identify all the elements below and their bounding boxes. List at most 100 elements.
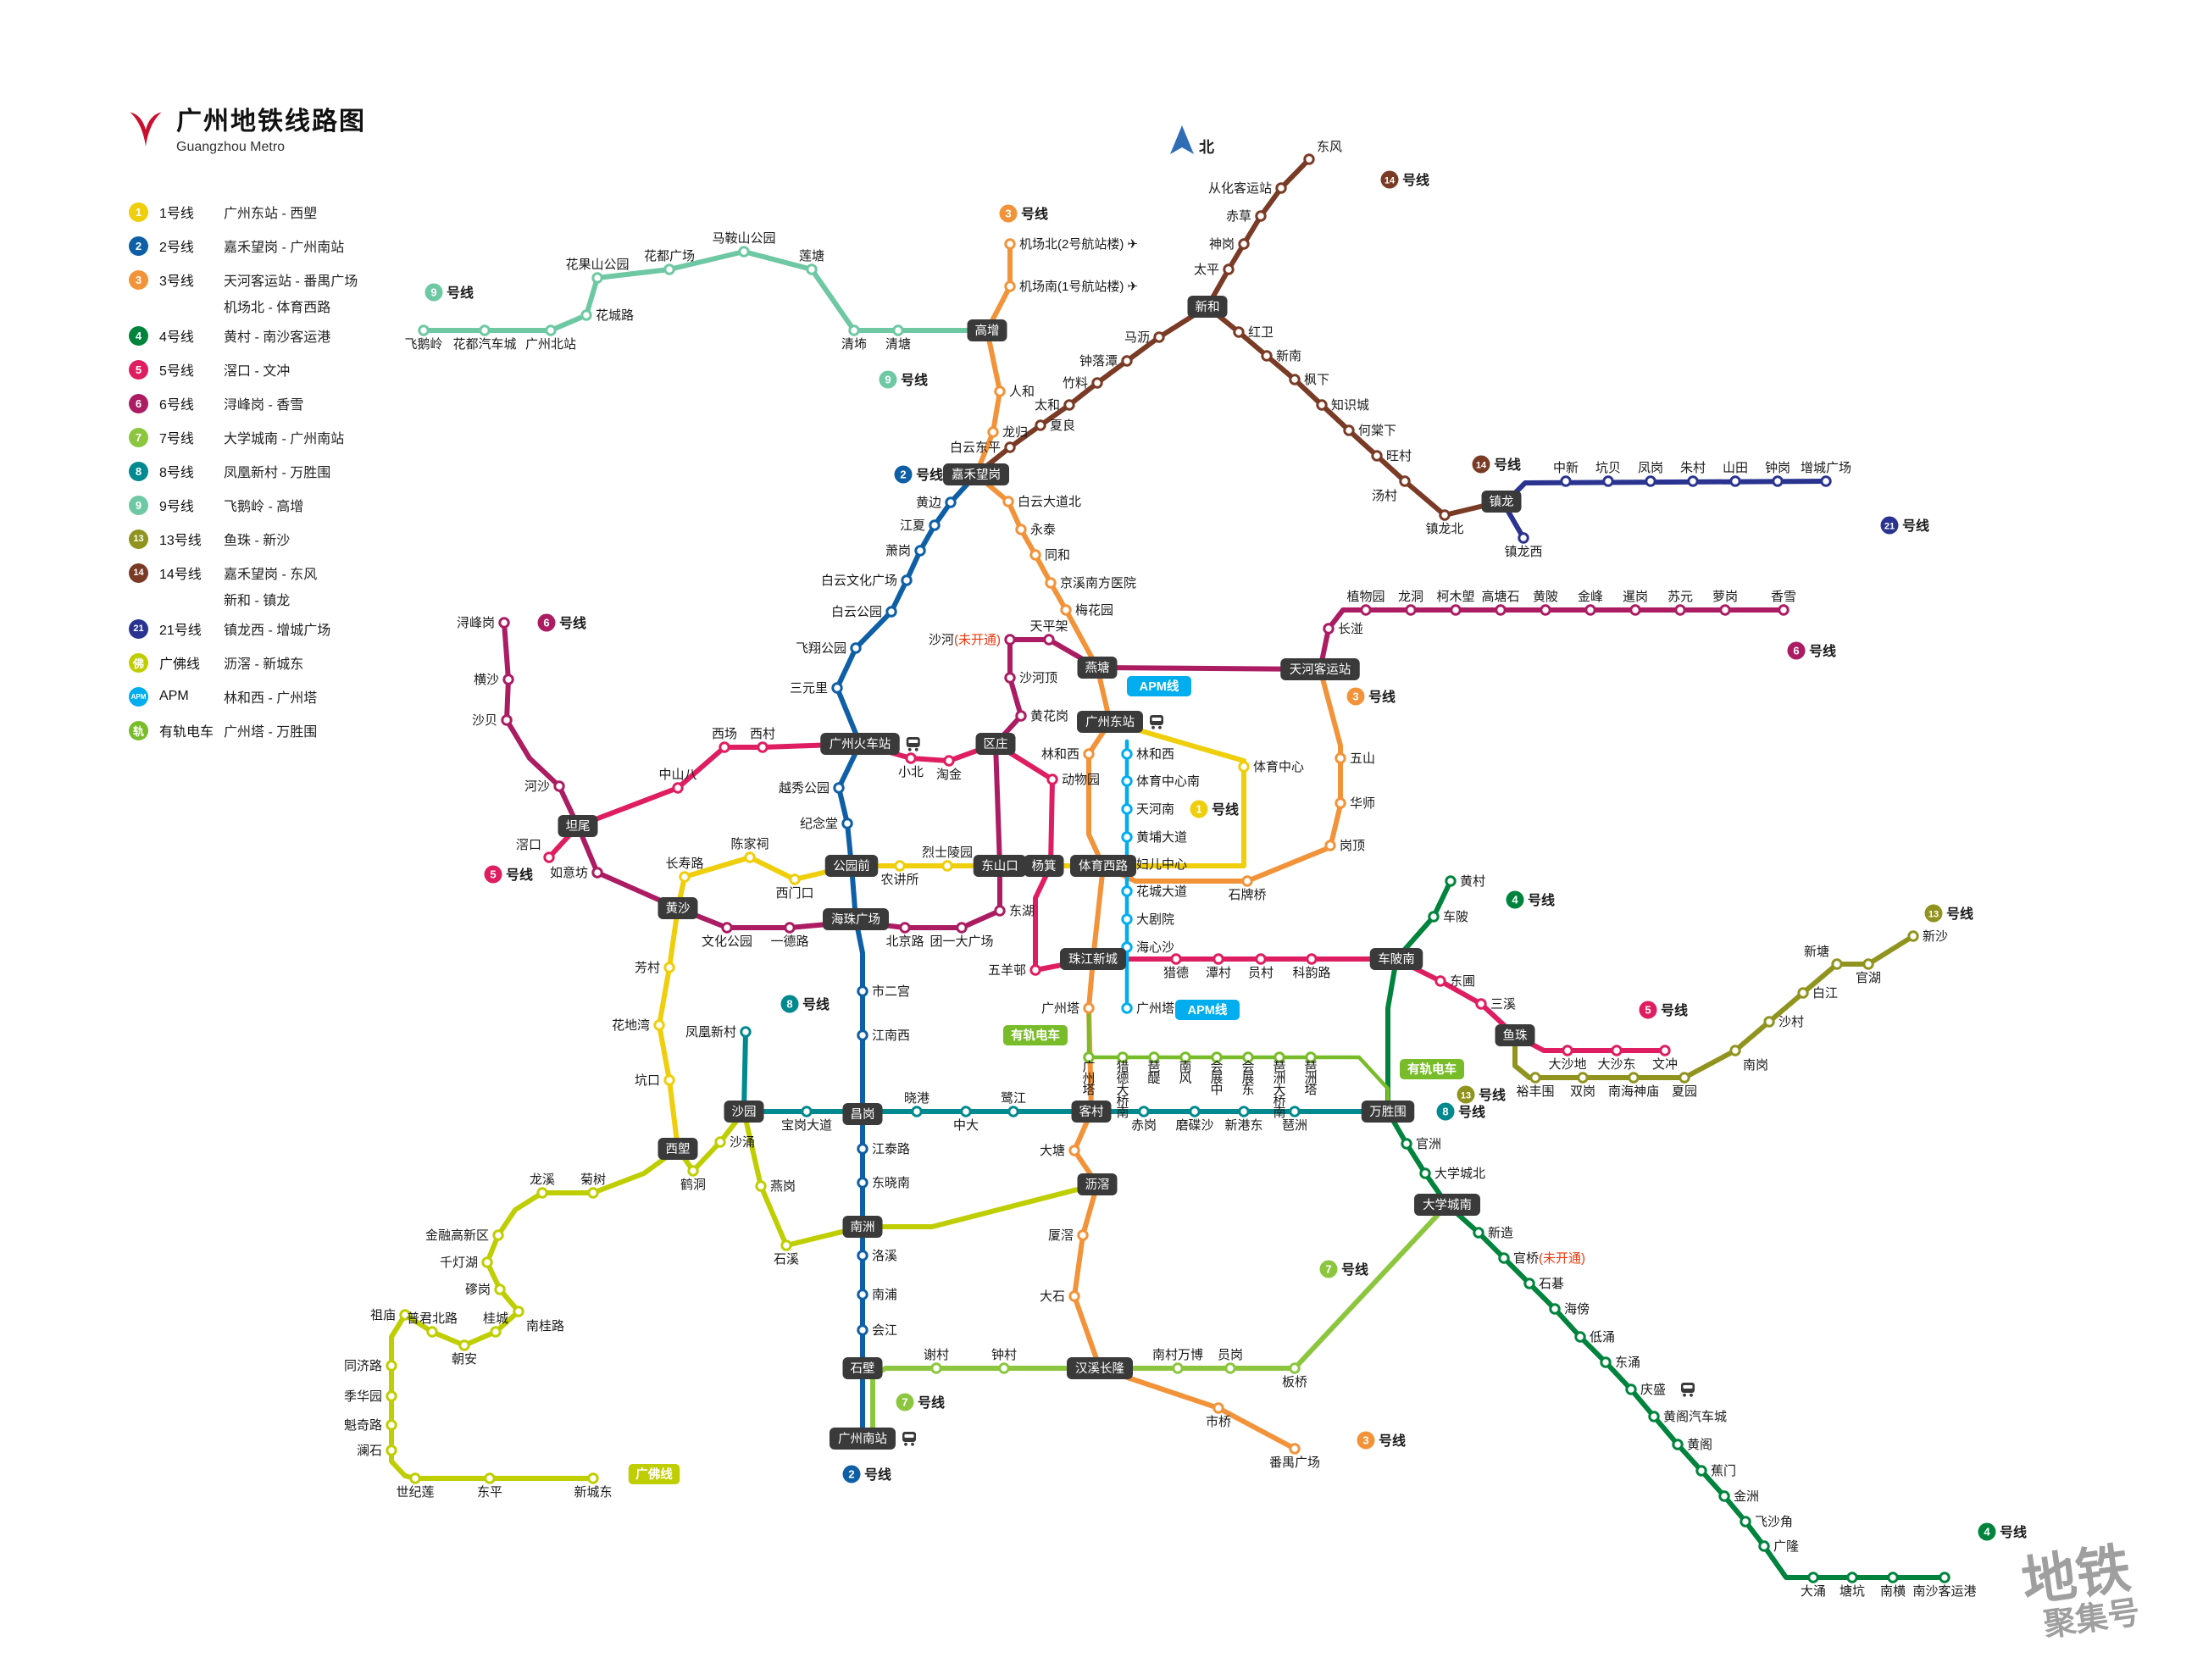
- label-大沙东: 大沙东: [1597, 1057, 1635, 1072]
- label-海心沙: 海心沙: [1136, 940, 1174, 955]
- label-车陂南: 车陂南: [1378, 952, 1415, 967]
- legend-line-icon-有轨电车: 轨: [129, 720, 148, 740]
- station-鹭江: [1007, 1106, 1019, 1117]
- interchange-station-新和: 新和: [1187, 296, 1228, 318]
- label-琶醍: 琶醍: [1147, 1060, 1160, 1086]
- label-中山八: 中山八: [658, 768, 696, 782]
- label-南村万博: 南村万博: [1152, 1348, 1203, 1362]
- legend-line-name: 3号线: [159, 274, 194, 289]
- station-花都汽车城: [479, 324, 491, 336]
- label-大涌: 大涌: [1801, 1584, 1826, 1599]
- label-广州塔: 广州塔: [1041, 1001, 1079, 1016]
- svg-text:2: 2: [900, 469, 906, 481]
- legend-line-route: 大学城南 - 广州南站: [224, 432, 345, 446]
- label-花都广场: 花都广场: [644, 249, 695, 263]
- label-同和: 同和: [1045, 548, 1070, 563]
- label-庆盛: 庆盛: [1640, 1383, 1666, 1397]
- label-石牌桥: 石牌桥: [1228, 888, 1266, 902]
- label-新造: 新造: [1488, 1226, 1513, 1240]
- svg-text:地铁: 地铁: [2018, 1538, 2134, 1613]
- label-昌岗: 昌岗: [851, 1107, 875, 1122]
- label-山田: 山田: [1723, 461, 1748, 475]
- station-朝安: [458, 1339, 470, 1351]
- legend-line-icon-8号线: 8: [129, 461, 148, 481]
- station-白云公园: [885, 606, 897, 618]
- station-何棠下: [1343, 424, 1355, 436]
- station-沙河顶: [1004, 672, 1016, 684]
- label-南风: 南风: [1179, 1060, 1191, 1086]
- station-萧岗: [914, 545, 926, 557]
- label-猎德大桥南: 猎德大桥南: [1116, 1060, 1129, 1120]
- interchange-station-沥滘: 沥滘: [1077, 1173, 1118, 1195]
- station-沙涌: [714, 1136, 726, 1148]
- label-红卫: 红卫: [1248, 325, 1274, 340]
- label-低涌: 低涌: [1590, 1330, 1615, 1345]
- station-菊树: [587, 1187, 599, 1199]
- label-市桥: 市桥: [1206, 1415, 1231, 1429]
- station-江南西: [857, 1029, 868, 1041]
- label-花果山公园: 花果山公园: [565, 258, 629, 272]
- station-黄村: [1445, 875, 1457, 887]
- label-长湴: 长湴: [1338, 622, 1363, 636]
- station-神岗: [1238, 238, 1250, 250]
- svg-text:号线: 号线: [1494, 457, 1521, 473]
- label-清塘: 清塘: [885, 337, 911, 352]
- station-裕丰围: [1529, 1072, 1541, 1084]
- station-农讲所: [894, 860, 906, 872]
- label-珠江新城: 珠江新城: [1068, 952, 1118, 967]
- station-飞翔公园: [850, 642, 862, 654]
- station-林和西: [1083, 748, 1095, 760]
- station-员岗: [1224, 1362, 1236, 1374]
- label-体育西路: 体育西路: [1079, 859, 1128, 873]
- station-植物园: [1360, 604, 1372, 616]
- station-机场南(1号航站楼) ✈: [1004, 280, 1016, 292]
- label-广州塔: 广州塔: [1136, 1001, 1174, 1016]
- station-五羊邨: [1029, 964, 1041, 976]
- station-普君北路: [426, 1326, 438, 1338]
- label-江夏: 江夏: [900, 518, 925, 533]
- svg-text:号线: 号线: [1946, 906, 1973, 922]
- label-黄陂: 黄陂: [1533, 590, 1558, 604]
- station-新城东: [587, 1472, 599, 1484]
- label-沙村: 沙村: [1778, 1015, 1804, 1029]
- label-华师: 华师: [1350, 796, 1375, 811]
- label-中新: 中新: [1553, 461, 1579, 475]
- station-花果山公园: [591, 272, 603, 284]
- label-琶洲塔: 琶洲塔: [1304, 1060, 1317, 1097]
- station-南横: [1887, 1572, 1899, 1583]
- label-小北: 小北: [898, 765, 924, 779]
- page-title: 广州地铁线路图: [176, 108, 366, 136]
- label-东湖: 东湖: [1009, 904, 1035, 918]
- station-枫下: [1289, 374, 1301, 385]
- badge-line-2: 2 号线: [894, 465, 943, 484]
- label-会江: 会江: [872, 1323, 897, 1338]
- svg-text:9: 9: [430, 286, 436, 299]
- svg-text:6: 6: [543, 617, 549, 629]
- legend-line-route: 新和 - 镇龙: [224, 594, 291, 608]
- station-琶洲塔: [1305, 1051, 1317, 1063]
- label-坑口: 坑口: [635, 1073, 660, 1088]
- station-梅花园: [1060, 604, 1072, 616]
- label-鹤洞: 鹤洞: [680, 1178, 706, 1192]
- station-新沙: [1907, 930, 1919, 942]
- label-金融高新区: 金融高新区: [425, 1228, 489, 1243]
- label-芳村: 芳村: [635, 961, 660, 975]
- svg-text:号线: 号线: [916, 467, 943, 483]
- station-马鞍山公园: [738, 246, 750, 258]
- station-南风: [1179, 1051, 1191, 1063]
- interchange-station-公园前: 公园前: [824, 855, 879, 877]
- interchange-station-石壁: 石壁: [842, 1357, 883, 1379]
- label-广州南站: 广州南站: [838, 1432, 887, 1446]
- station-广州塔: [1083, 1002, 1095, 1014]
- label-香雪: 香雪: [1771, 590, 1796, 604]
- station-庆盛: [1625, 1383, 1637, 1395]
